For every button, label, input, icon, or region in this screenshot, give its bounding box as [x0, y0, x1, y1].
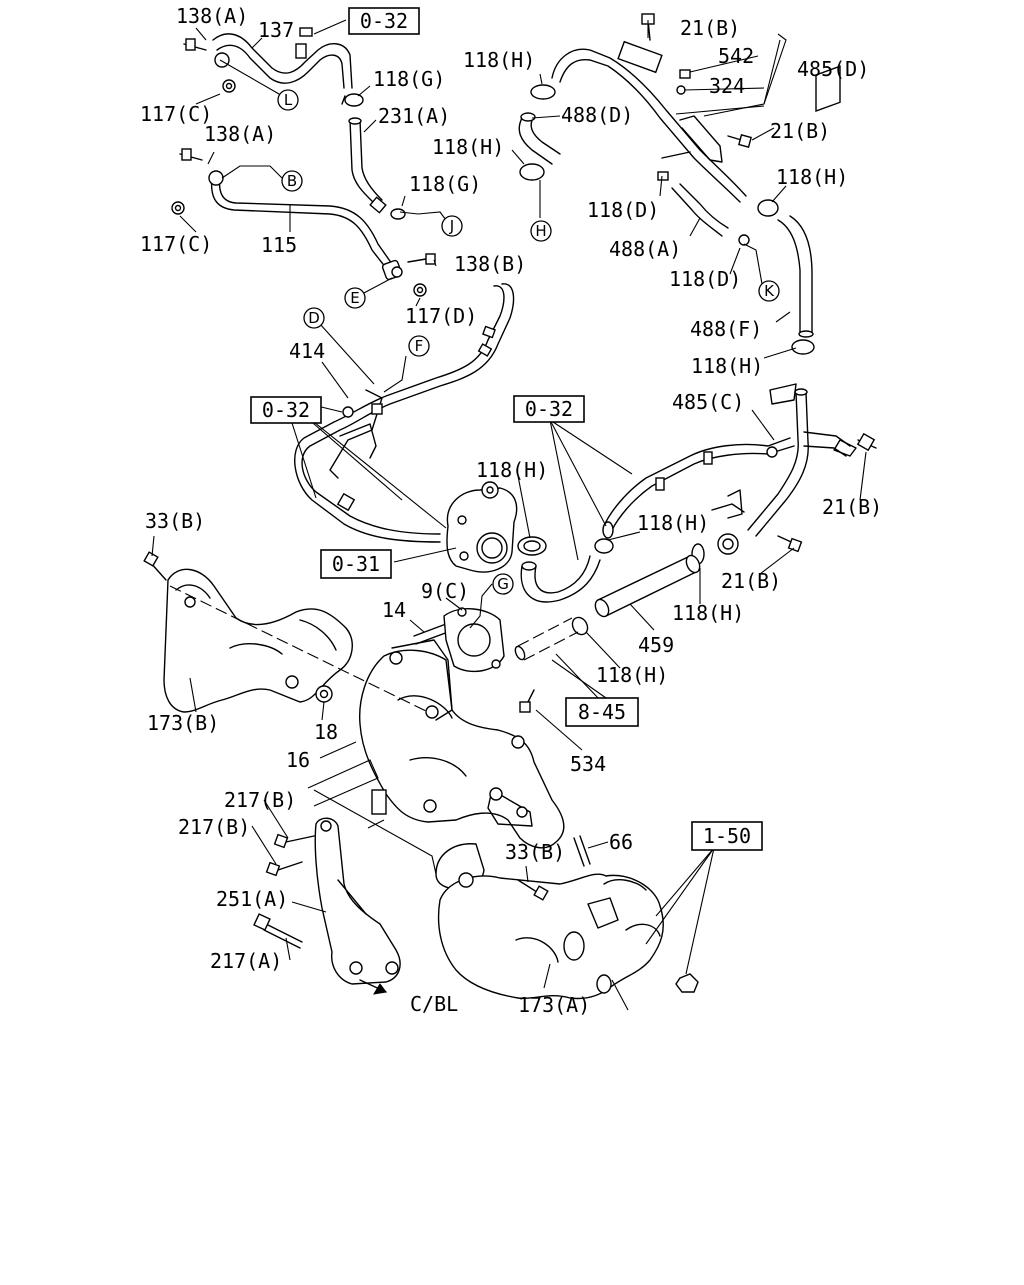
label-138a: 138(A) — [176, 4, 248, 28]
label-118d: 118(D) — [669, 267, 741, 291]
svg-text:F: F — [415, 337, 424, 355]
label-324: 324 — [709, 74, 745, 98]
label-118h: 118(H) — [476, 458, 548, 482]
label-485c: 485(C) — [672, 390, 744, 414]
label-118d: 118(D) — [587, 198, 659, 222]
label-118g: 118(G) — [409, 172, 481, 196]
svg-text:J: J — [449, 217, 454, 235]
label-117d: 117(D) — [405, 304, 477, 328]
reference-box-0-32-top[interactable]: 0-32 — [348, 7, 420, 35]
marker-j: J — [441, 215, 463, 237]
label-459: 459 — [638, 633, 674, 657]
label-217b: 217(B) — [178, 815, 250, 839]
label-21b: 21(B) — [680, 16, 740, 40]
label-21b: 21(B) — [770, 119, 830, 143]
label-33b: 33(B) — [145, 509, 205, 533]
label-9c: 9(C) — [421, 579, 469, 603]
label-217a: 217(A) — [210, 949, 282, 973]
label-21b: 21(B) — [721, 569, 781, 593]
svg-text:G: G — [497, 575, 509, 593]
reference-box-8-45[interactable]: 8-45 — [565, 697, 639, 727]
label-173a: 173(A) — [518, 993, 590, 1017]
label-c-bl: C/BL — [410, 992, 458, 1016]
label-117c: 117(C) — [140, 232, 212, 256]
label-118h: 118(H) — [691, 354, 763, 378]
label-534: 534 — [570, 752, 606, 776]
marker-h: H — [530, 220, 552, 242]
marker-k: K — [758, 280, 780, 302]
label-33b: 33(B) — [505, 840, 565, 864]
marker-l: L — [277, 89, 299, 111]
label-488f: 488(F) — [690, 317, 762, 341]
label-488d: 488(D) — [561, 103, 633, 127]
label-414: 414 — [289, 339, 325, 363]
reference-box-0-32-left[interactable]: 0-32 — [250, 396, 322, 424]
svg-text:0-32: 0-32 — [360, 9, 408, 33]
reference-box-0-31[interactable]: 0-31 — [320, 549, 392, 579]
svg-text:B: B — [287, 172, 297, 190]
label-251a: 251(A) — [216, 887, 288, 911]
svg-text:0-31: 0-31 — [332, 552, 380, 576]
label-488a: 488(A) — [609, 237, 681, 261]
label-14: 14 — [382, 598, 406, 622]
label-217b: 217(B) — [224, 788, 296, 812]
label-16: 16 — [286, 748, 310, 772]
label-118h: 118(H) — [776, 165, 848, 189]
label-118h: 118(H) — [672, 601, 744, 625]
label-138b: 138(B) — [454, 252, 526, 276]
pipe-137 — [212, 33, 353, 89]
svg-text:L: L — [284, 91, 293, 109]
svg-text:K: K — [764, 282, 775, 300]
marker-b: B — [281, 170, 303, 192]
marker-g: G — [492, 573, 514, 595]
label-117c: 117(C) — [140, 102, 212, 126]
svg-text:D: D — [308, 309, 320, 327]
label-115: 115 — [261, 233, 297, 257]
marker-e: E — [344, 287, 366, 309]
svg-text:E: E — [350, 289, 359, 307]
leader-lines — [151, 19, 867, 1011]
label-138a: 138(A) — [204, 122, 276, 146]
svg-text:8-45: 8-45 — [578, 700, 626, 724]
label-21b: 21(B) — [822, 495, 882, 519]
label-542: 542 — [718, 44, 754, 68]
part-drawings — [143, 13, 877, 1000]
label-118h: 118(H) — [596, 663, 668, 687]
label-118h: 118(H) — [463, 48, 535, 72]
marker-d: D — [303, 307, 325, 329]
reference-box-0-32-mid[interactable]: 0-32 — [513, 395, 585, 423]
marker-f: F — [408, 335, 430, 357]
reference-boxes: 0-32 0-32 0-32 0-31 8-45 1-50 — [250, 7, 763, 851]
circle-markers: L B J E H K D F G — [277, 89, 780, 595]
label-118h: 118(H) — [637, 511, 709, 535]
label-118h: 118(H) — [432, 135, 504, 159]
label-66: 66 — [609, 830, 633, 854]
reference-box-1-50[interactable]: 1-50 — [691, 821, 763, 851]
svg-text:0-32: 0-32 — [525, 397, 573, 421]
svg-text:0-32: 0-32 — [262, 398, 310, 422]
part-labels: 138(A) 137 117(C) 138(A) 117(C) 115 118(… — [140, 4, 882, 1017]
svg-text:H: H — [535, 222, 546, 240]
label-137: 137 — [258, 18, 294, 42]
label-231a: 231(A) — [378, 104, 450, 128]
label-173b: 173(B) — [147, 711, 219, 735]
label-118g: 118(G) — [373, 67, 445, 91]
svg-text:1-50: 1-50 — [703, 824, 751, 848]
label-18: 18 — [314, 720, 338, 744]
label-485d: 485(D) — [797, 57, 869, 81]
